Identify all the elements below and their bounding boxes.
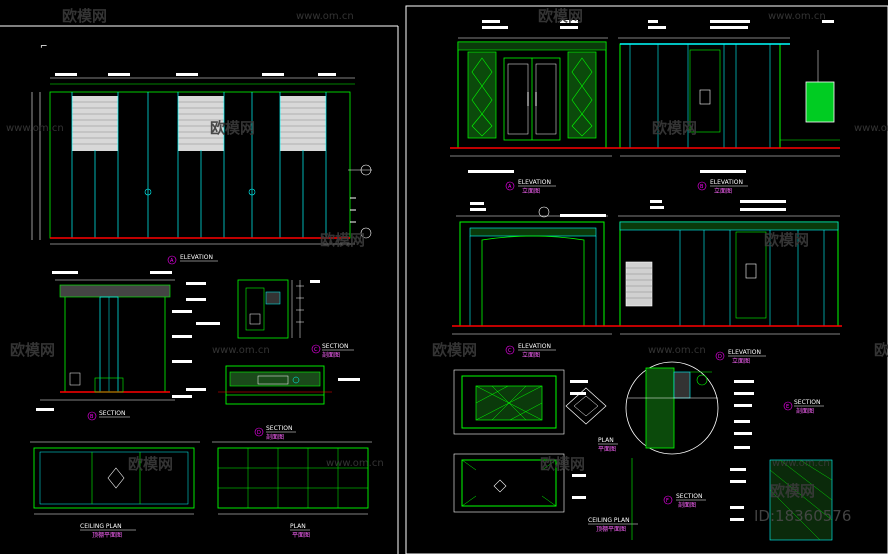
elevation-b-right: B ELEVATION 立面图: [612, 20, 840, 195]
section-d-subtitle: 剖面图: [266, 433, 284, 441]
section-e-right: E SECTION 剖面图: [625, 361, 824, 455]
watermark-url: www.om.cn: [6, 123, 64, 134]
watermark-brand: 欧模网: [540, 455, 585, 473]
watermark-brand: 欧模网: [764, 231, 809, 249]
louver-panel-1: [72, 96, 118, 151]
watermark-brand: 欧模网: [874, 341, 888, 359]
elev-a-marker: A: [170, 258, 174, 264]
plan-right: PLAN 平面图: [453, 369, 618, 453]
louver-panel-3: [280, 96, 326, 151]
section-e-subtitle: 剖面图: [796, 407, 814, 415]
elev-b-right-marker: B: [700, 184, 704, 190]
elev-a-right-title: ELEVATION: [518, 179, 551, 186]
section-f-right: F SECTION 剖面图: [631, 458, 833, 541]
section-b-left: B SECTION: [36, 271, 192, 421]
watermark-url: www.om.cn: [772, 458, 830, 469]
elev-c-right-title: ELEVATION: [518, 343, 551, 350]
section-d-left: D SECTION 剖面图: [186, 365, 360, 441]
watermarks: 欧模网 www.om.cn 欧模网 www.om.cn 欧模网 欧模网 www.…: [6, 7, 888, 525]
right-sheet-frame: [405, 5, 888, 554]
elevation-d-right: D ELEVATION 立面图: [612, 200, 842, 365]
watermark-url: www.om.cn: [212, 345, 270, 356]
elev-d-right-marker: D: [718, 354, 722, 360]
section-f-marker: F: [666, 498, 669, 504]
watermark-brand: 欧模网: [62, 7, 107, 25]
elev-a-right-subtitle: 立面图: [522, 187, 540, 195]
elevation-c-right: C ELEVATION 立面图: [452, 202, 612, 359]
watermark-brand: 欧模网: [128, 455, 173, 473]
louver-panel-2: [178, 96, 224, 151]
watermark-id: ID:18360576: [754, 507, 851, 525]
elev-d-right-subtitle: 立面图: [732, 357, 750, 365]
watermark-url: www.om.cn: [296, 11, 354, 22]
elevation-a-right: A ELEVATION 立面图: [450, 20, 612, 195]
plan-right-subtitle: 平面图: [598, 446, 616, 453]
section-c-marker: C: [314, 347, 318, 353]
watermark-brand: 欧模网: [538, 7, 583, 25]
section-b-title: SECTION: [99, 410, 125, 417]
plan-left-title: PLAN: [290, 523, 306, 530]
ceiling-plan-left-subtitle: 顶棚平面图: [92, 531, 122, 539]
watermark-brand: 欧模网: [320, 231, 365, 249]
section-f-subtitle: 剖面图: [678, 501, 696, 509]
elevation-a-left: A ELEVATION: [31, 73, 372, 265]
watermark-brand: 欧模网: [210, 119, 255, 137]
section-e-marker: E: [786, 404, 789, 410]
elev-a-title: ELEVATION: [180, 254, 213, 261]
section-e-title: SECTION: [794, 399, 820, 406]
watermark-brand: 欧模网: [10, 341, 55, 359]
ceiling-plan-right-subtitle: 顶棚平面图: [596, 525, 626, 533]
elev-c-right-subtitle: 立面图: [522, 351, 540, 359]
section-c-title: SECTION: [322, 343, 348, 350]
plan-right-title: PLAN: [598, 437, 614, 444]
elev-b-right-subtitle: 立面图: [714, 187, 732, 195]
elev-b-right-title: ELEVATION: [710, 179, 743, 186]
watermark-brand: 欧模网: [652, 119, 697, 137]
section-d-title: SECTION: [266, 425, 292, 432]
watermark-brand: 欧模网: [432, 341, 477, 359]
watermark-url: www.om.cn: [326, 458, 384, 469]
svg-text:⌐: ⌐: [40, 42, 48, 52]
section-f-title: SECTION: [676, 493, 702, 500]
section-c-left: C SECTION 剖面图: [186, 279, 354, 359]
elev-c-right-marker: C: [508, 348, 512, 354]
watermark-brand: 欧模网: [770, 482, 815, 500]
section-c-subtitle: 剖面图: [322, 351, 340, 359]
plan-left: PLAN 平面图: [212, 441, 372, 539]
plan-left-subtitle: 平面图: [292, 532, 310, 539]
ceiling-plan-right-title: CEILING PLAN: [588, 517, 630, 524]
watermark-url: www.om.cn: [768, 11, 826, 22]
ceiling-plan-left-title: CEILING PLAN: [80, 523, 122, 530]
ceiling-plan-left: CEILING PLAN 顶棚平面图: [30, 441, 200, 539]
section-d-marker: D: [257, 430, 261, 436]
ceiling-plan-right: CEILING PLAN 顶棚平面图: [453, 453, 638, 533]
left-sheet-frame: ⌐: [0, 25, 399, 554]
elev-a-right-marker: A: [508, 184, 512, 190]
watermark-url: www.om.cn: [648, 345, 706, 356]
section-b-marker: B: [90, 414, 94, 420]
watermark-url: www.om.cn: [854, 123, 888, 134]
elev-d-right-title: ELEVATION: [728, 349, 761, 356]
